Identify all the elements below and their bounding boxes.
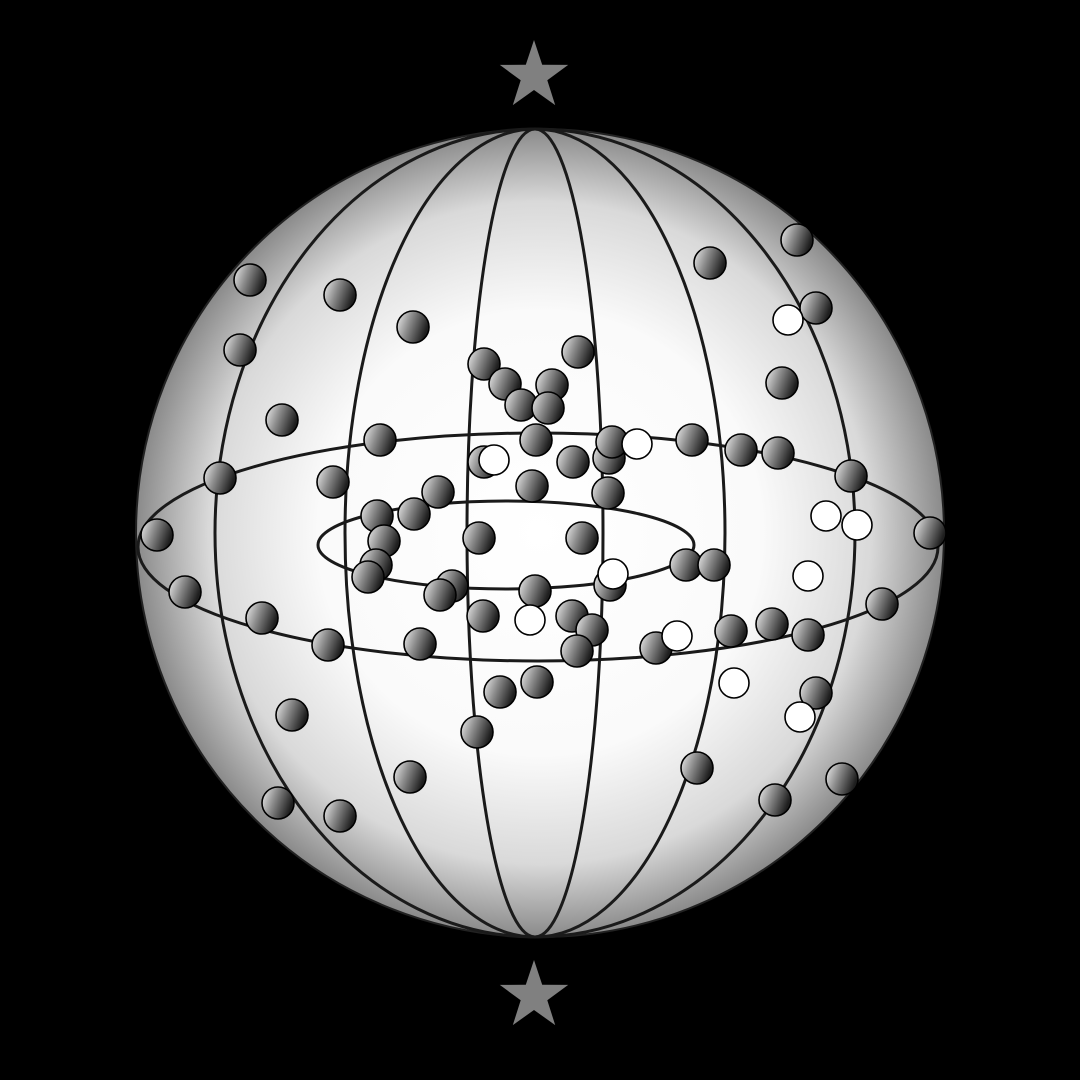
bead-dot	[913, 516, 947, 550]
bead-dot	[275, 698, 309, 732]
bead-dot	[834, 459, 868, 493]
bead-dot	[316, 465, 350, 499]
bead-dot	[460, 715, 494, 749]
bead-dot	[825, 762, 859, 796]
bead-dot	[168, 575, 202, 609]
bead-dot	[261, 786, 295, 820]
bead-dot	[791, 618, 825, 652]
bead-dot	[561, 335, 595, 369]
bead-dot	[761, 436, 795, 470]
bead-dot	[865, 587, 899, 621]
bead-dot	[675, 423, 709, 457]
bead-dot	[724, 433, 758, 467]
bead-dot	[799, 676, 833, 710]
bead-dot	[765, 366, 799, 400]
bead-dot	[714, 614, 748, 648]
bead-dot	[591, 476, 625, 510]
bead-dot	[393, 760, 427, 794]
bead-dot	[323, 278, 357, 312]
bead-dot	[265, 403, 299, 437]
bead-dot	[403, 627, 437, 661]
bead-dot	[323, 799, 357, 833]
bead-dot	[556, 445, 590, 479]
open-bead-dot	[772, 304, 804, 336]
bead-dot	[519, 423, 553, 457]
open-bead-dot	[792, 560, 824, 592]
bead-dot	[467, 347, 501, 381]
inner-ring	[316, 499, 696, 591]
bead-dot	[515, 469, 549, 503]
open-bead-dot	[514, 604, 546, 636]
bead-layer	[140, 223, 947, 833]
bead-dot	[245, 601, 279, 635]
star-icon	[499, 40, 569, 106]
bead-dot	[693, 246, 727, 280]
open-bead-dot	[478, 444, 510, 476]
bead-dot	[531, 391, 565, 425]
open-bead-dot	[841, 509, 873, 541]
bead-dot	[203, 461, 237, 495]
bead-dot	[396, 310, 430, 344]
bead-dot	[423, 578, 457, 612]
bead-dot	[780, 223, 814, 257]
bead-dot	[311, 628, 345, 662]
bead-dot	[223, 333, 257, 367]
open-bead-dot	[597, 558, 629, 590]
bead-dot	[560, 634, 594, 668]
bead-dot	[758, 783, 792, 817]
open-bead-dot	[718, 667, 750, 699]
bead-dot	[462, 521, 496, 555]
bead-dot	[233, 263, 267, 297]
bead-dot	[680, 751, 714, 785]
bead-dot	[520, 665, 554, 699]
open-bead-dot	[621, 428, 653, 460]
bead-dot	[755, 607, 789, 641]
bead-dot	[140, 518, 174, 552]
bead-dot	[565, 521, 599, 555]
star-icon	[499, 960, 569, 1026]
bead-dot	[351, 560, 385, 594]
bead-dot	[483, 675, 517, 709]
bead-dot	[697, 548, 731, 582]
open-bead-dot	[784, 701, 816, 733]
open-bead-dot	[661, 620, 693, 652]
open-bead-dot	[810, 500, 842, 532]
bead-dot	[363, 423, 397, 457]
sphere-body	[135, 128, 945, 938]
bead-dot	[466, 599, 500, 633]
bead-dot	[518, 574, 552, 608]
bead-dot	[421, 475, 455, 509]
bead-dot	[799, 291, 833, 325]
bead-dot	[397, 497, 431, 531]
